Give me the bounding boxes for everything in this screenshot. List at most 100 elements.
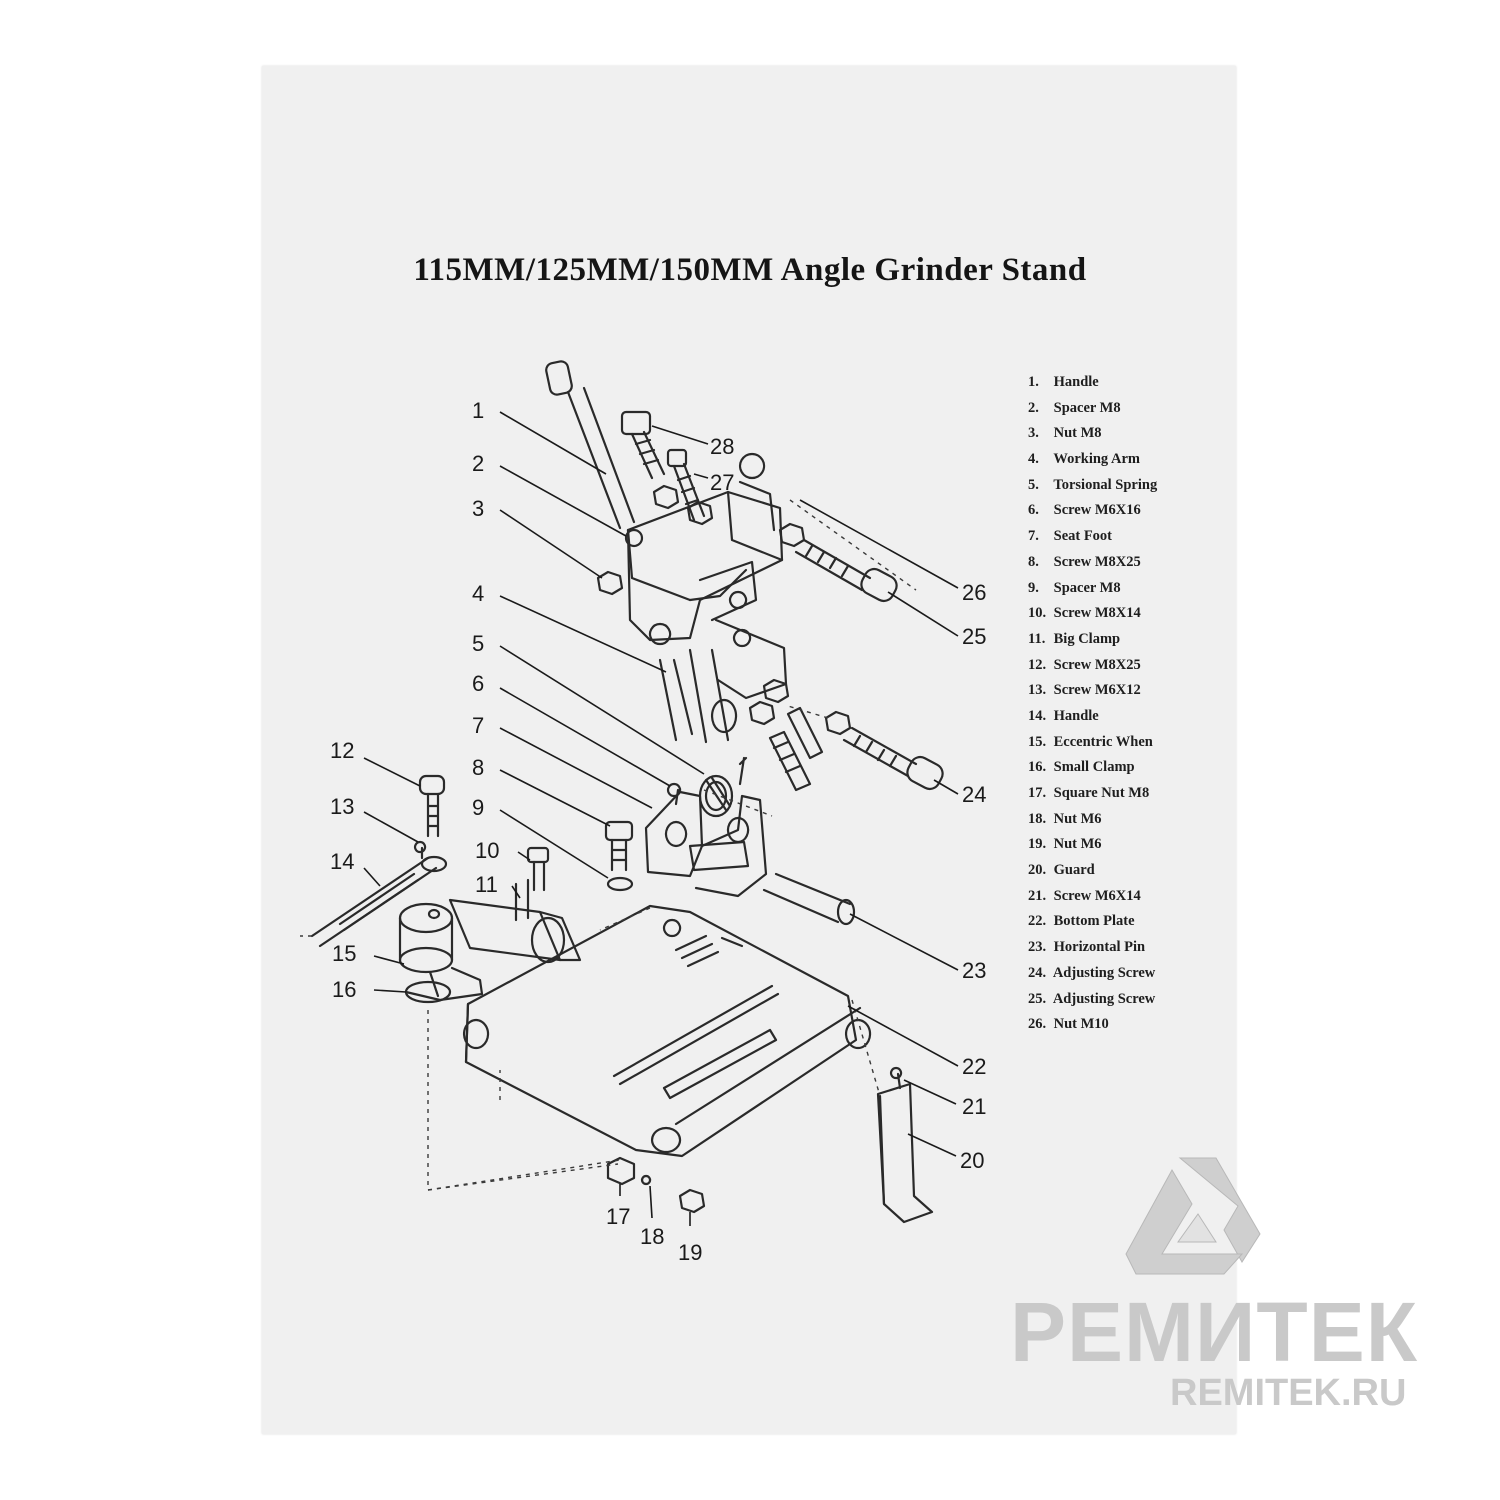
callout-19: 19 [678,1240,703,1265]
parts-list-item: 25. Adjusting Screw [1028,990,1156,1007]
callout-28: 28 [710,434,735,459]
leader-6 [499,687,671,787]
bottom-plate [462,904,872,1158]
callout-25: 25 [962,624,987,649]
leader-16 [373,989,407,993]
screw-mid-b [786,706,824,760]
callout-13: 13 [330,794,355,819]
callout-12: 12 [330,738,355,763]
leader-25 [887,591,959,637]
callout-22: 22 [962,1054,987,1079]
nut-top-b [686,500,714,526]
parts-list-item: 2. Spacer M8 [1028,399,1121,416]
screw-28 [620,410,666,480]
callout-1: 1 [472,398,485,423]
small-clamp [404,966,484,1004]
parts-list: 1. Handle 2. Spacer M8 3. Nut M8 4. Work… [1028,370,1157,1038]
leader-22 [847,1005,959,1067]
leader-1 [499,411,607,475]
watermark-url: REMITEK.RU [1170,1372,1407,1414]
callout-11: 11 [475,872,498,897]
callout-5: 5 [472,631,485,656]
leader-10 [517,851,531,861]
leader-3 [499,509,603,579]
leader-9 [499,809,609,879]
callout-24: 24 [962,782,987,807]
watermark-brand: РЕМИТЕК [1010,1285,1419,1379]
adjusting-screw-25 [778,522,898,603]
horizontal-pin [762,872,856,926]
screw-10 [526,846,550,892]
callout-9: 9 [472,795,485,820]
remitek-logo-icon [1125,1157,1261,1275]
parts-list-item: 22. Bottom Plate [1028,913,1135,930]
parts-list-item: 11. Big Clamp [1028,630,1121,647]
leader-14 [363,867,381,887]
callout-2: 2 [472,451,485,476]
screw-8 [604,820,634,892]
leader-13 [363,811,419,843]
parts-list-item: 8. Screw M8X25 [1028,553,1141,570]
callout-18: 18 [640,1224,665,1249]
page-title: 115MM/125MM/150MM Angle Grinder Stand [413,252,1087,288]
parts-list-item: 19. Nut M6 [1028,836,1102,853]
parts-list-item: 10. Screw M8X14 [1028,605,1141,622]
leader-8 [499,769,611,827]
leader-7 [499,727,653,809]
leader-20 [907,1133,957,1157]
callout-7: 7 [472,713,485,738]
leader-2 [499,465,627,537]
leader-12 [363,757,421,787]
callout-26: 26 [962,580,987,605]
nut-top-a [652,484,680,510]
nut-19 [678,1188,706,1214]
eccentric-15 [398,902,454,974]
parts-list-item: 7. Seat Foot [1028,528,1113,545]
nut-18 [640,1174,652,1186]
big-clamp [448,878,582,964]
callout-20: 20 [960,1148,985,1173]
callout-17: 17 [606,1204,631,1229]
instruction-sheet [262,66,1236,1434]
handle-rod [545,360,636,530]
parts-list-item: 18. Nut M6 [1028,810,1102,827]
nut-mid-a [762,678,790,704]
callout-23: 23 [962,958,987,983]
screw-13 [413,840,427,860]
nut-3 [596,570,624,596]
guard-20 [876,1082,934,1224]
parts-list-item: 14. Handle [1028,707,1099,724]
screw-12 [418,774,446,838]
nut-17 [606,1156,636,1186]
callout-21: 21 [962,1094,987,1119]
working-arm [626,452,788,744]
parts-list-item: 3. Nut M8 [1028,425,1102,442]
leader-28 [651,425,709,445]
screw-27 [666,448,706,522]
seat-foot [644,790,768,898]
parts-list-item: 12. Screw M8X25 [1028,656,1141,673]
callout-16: 16 [332,977,357,1002]
handle-14 [310,855,448,948]
callout-3: 3 [472,496,485,521]
parts-list-item: 21. Screw M6X14 [1028,887,1141,904]
parts-list-item: 1. Handle [1028,374,1099,390]
callout-14: 14 [330,849,355,874]
parts-list-item: 24. Adjusting Screw [1028,964,1156,981]
parts-list-item: 26. Nut M10 [1028,1016,1109,1033]
parts-list-item: 16. Small Clamp [1028,759,1135,776]
parts-list-item: 6. Screw M6X16 [1028,502,1141,519]
adjusting-screw-24 [824,710,944,791]
parts-list-item: 20. Guard [1028,862,1095,879]
screw-mid-a [768,730,812,792]
leader-4 [499,595,667,673]
leader-23 [849,913,959,971]
parts-list-item: 23. Horizontal Pin [1028,939,1146,956]
callout-10: 10 [475,838,500,863]
leader-18 [649,1185,653,1219]
leader-11 [511,885,521,899]
nut-mid-b [748,700,776,726]
leader-26 [799,499,959,589]
parts-list-item: 9. Spacer M8 [1028,579,1121,596]
leader-15 [373,955,405,965]
